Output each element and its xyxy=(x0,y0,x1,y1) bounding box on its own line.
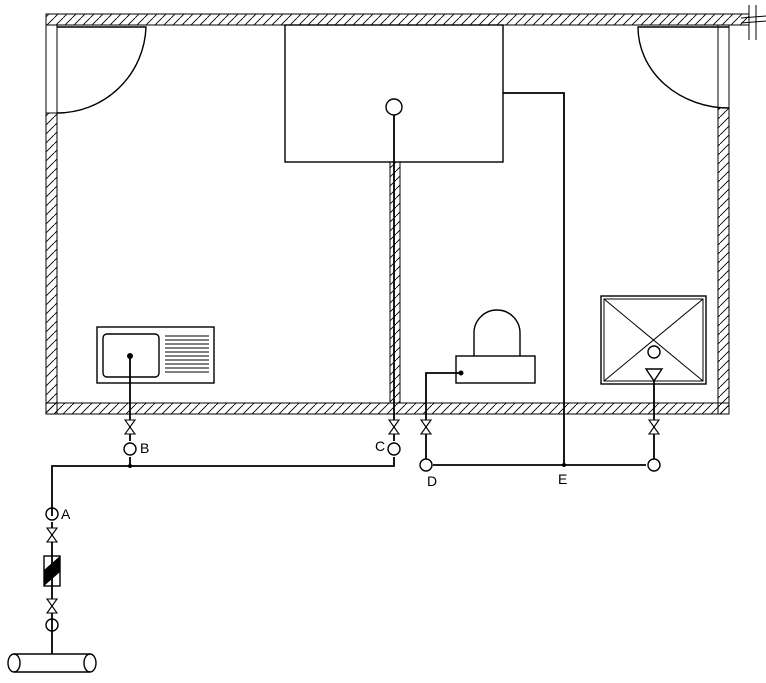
bottom-wall xyxy=(45,402,730,415)
top-wall xyxy=(45,13,750,26)
water-heater xyxy=(284,24,504,163)
partition-wall xyxy=(389,161,401,404)
kitchen-sink xyxy=(96,326,215,384)
shower-head-icon xyxy=(644,368,664,383)
valve-c xyxy=(388,419,400,435)
meter-b-icon xyxy=(123,442,137,456)
label-a: A xyxy=(61,506,71,522)
shower-tray xyxy=(600,295,707,385)
meter-c-icon xyxy=(387,442,401,456)
water-meter-icon xyxy=(43,555,61,587)
walls xyxy=(45,5,766,415)
meter-shower-icon xyxy=(647,458,661,472)
meter-supply-icon xyxy=(45,618,59,632)
label-e: E xyxy=(558,471,567,487)
drainboard-grooves xyxy=(165,335,209,373)
valve-shower xyxy=(648,419,660,435)
label-c: C xyxy=(375,438,385,454)
left-wall xyxy=(45,112,58,415)
label-d: D xyxy=(427,473,437,489)
door-right xyxy=(637,26,730,109)
meter-d-icon xyxy=(419,458,433,472)
pipe-network xyxy=(51,92,655,655)
break-line-symbol xyxy=(740,5,766,40)
right-wall xyxy=(717,107,730,415)
valve-supply-lower xyxy=(46,598,58,614)
main-supply-pipe xyxy=(7,653,97,673)
toilet xyxy=(455,309,536,384)
heater-outlet-icon xyxy=(385,98,403,116)
valve-supply-upper xyxy=(46,527,58,543)
door-left xyxy=(56,26,147,114)
meter-a-icon xyxy=(45,507,59,521)
valve-b xyxy=(124,419,136,435)
label-b: B xyxy=(140,440,149,456)
valve-toilet xyxy=(420,419,432,435)
